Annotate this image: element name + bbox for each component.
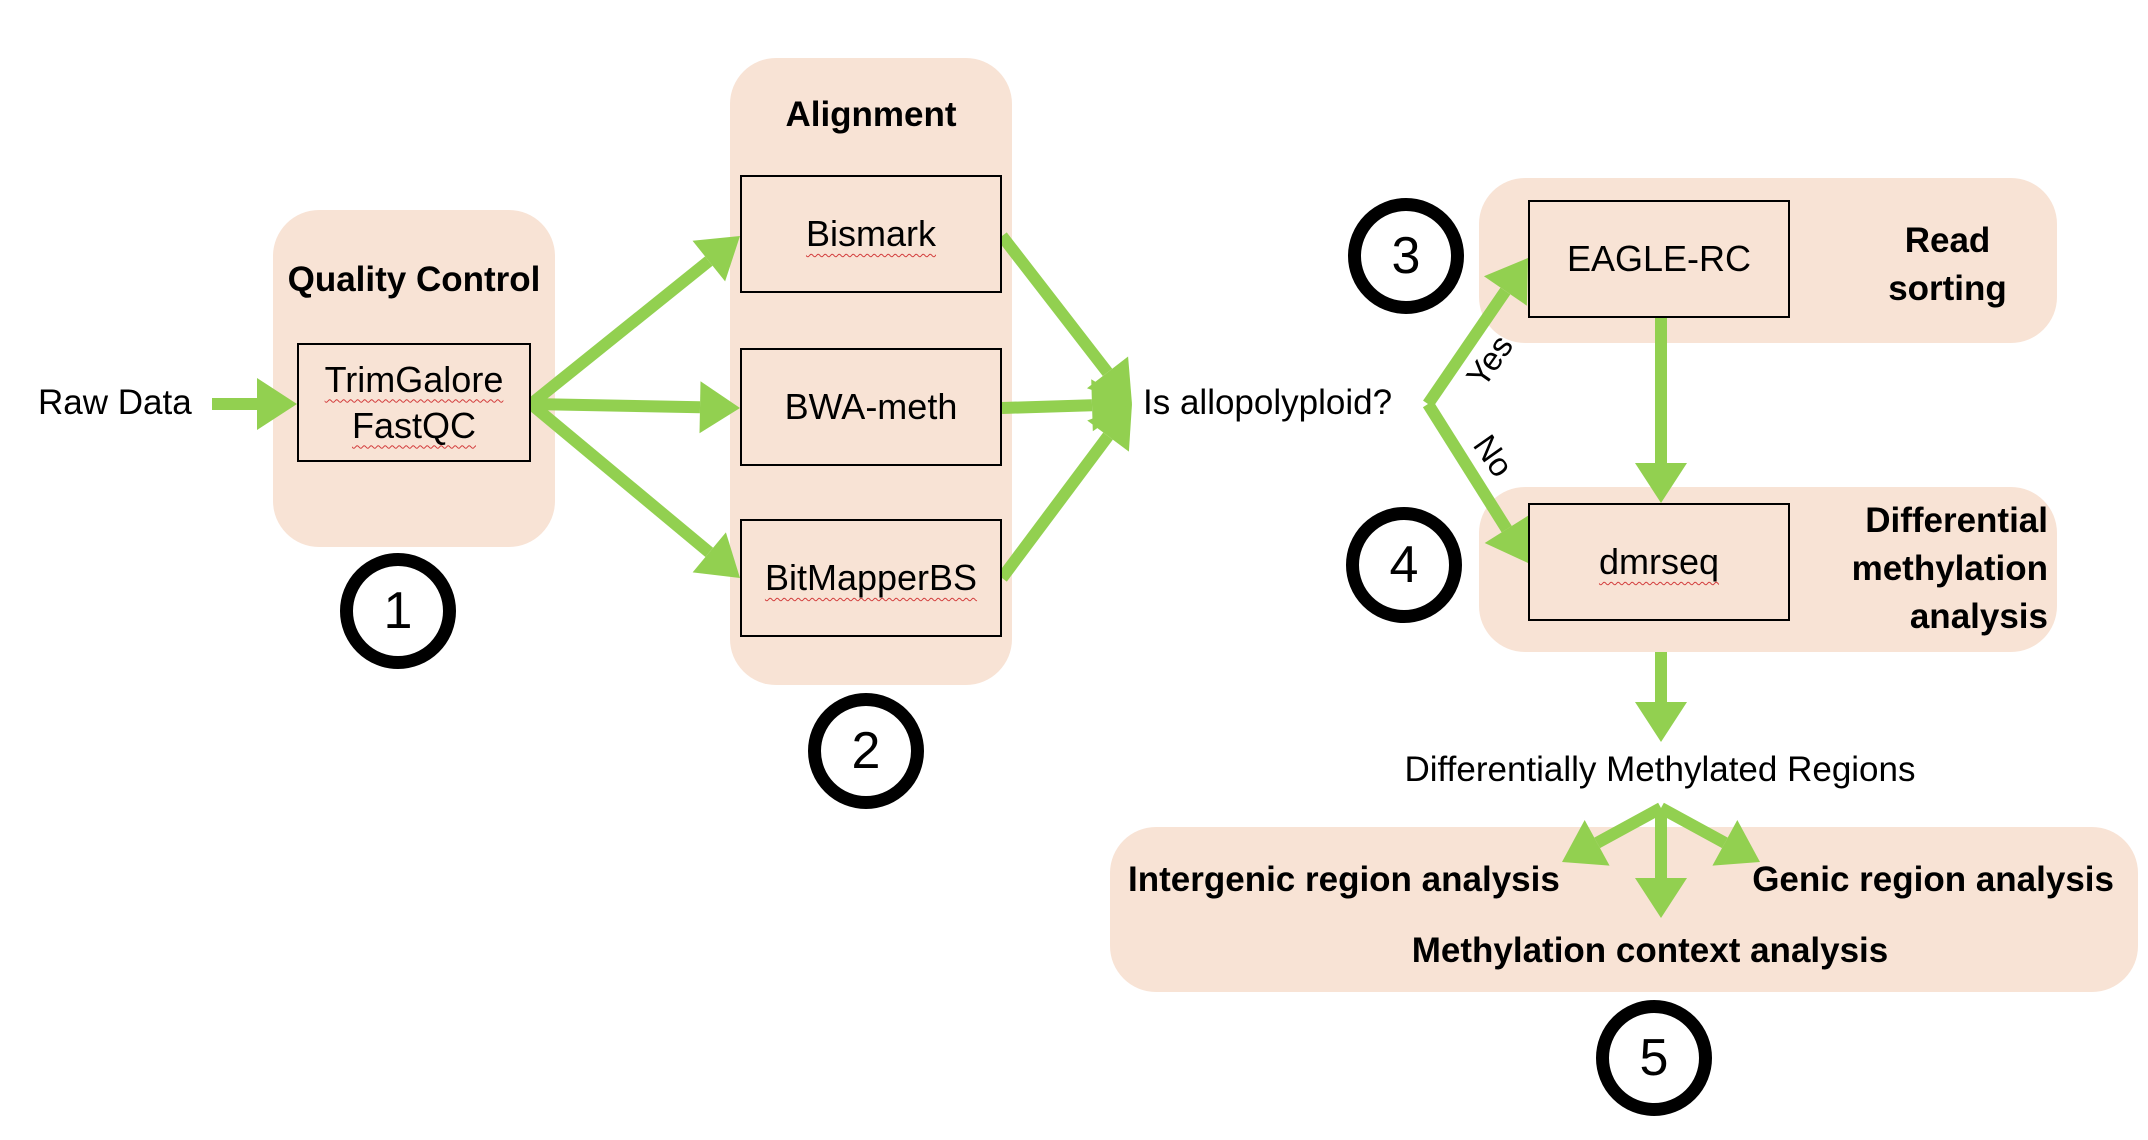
differential-title-line-2: methylation xyxy=(1851,549,2048,588)
alignment-title: Alignment xyxy=(785,95,957,134)
read-sorting-title-line-1: Read xyxy=(1904,221,1991,260)
genic-analysis-label: Genic region analysis xyxy=(1752,860,2114,899)
fastqc-tool: FastQC xyxy=(351,404,476,446)
step-2-number: 2 xyxy=(851,722,881,780)
raw-to-qc-arrow-head xyxy=(257,378,297,430)
bitmapper-to-question-arrow-shaft xyxy=(997,432,1113,582)
methylation-context-analysis-label: Methylation context analysis xyxy=(1411,931,1889,970)
differential-title: Differential methylation analysis xyxy=(1852,497,2048,641)
dmrseq-to-dmr-arrow-head xyxy=(1635,702,1687,742)
qc-to-bismark-arrow-shaft xyxy=(527,256,713,409)
bismark-tool: Bismark xyxy=(805,213,936,254)
intergenic-analysis-label: Intergenic region analysis xyxy=(1128,860,1560,899)
eagle-to-dmrseq-arrow-head xyxy=(1635,463,1687,503)
downstream-panel xyxy=(1110,827,2138,992)
step-3-number: 3 xyxy=(1391,227,1421,285)
raw-data-label: Raw Data xyxy=(38,383,192,422)
dmrseq-box: dmrseq xyxy=(1528,503,1790,621)
quality-control-tools-box: TrimGalore FastQC xyxy=(297,343,531,462)
differential-title-line-1: Differential xyxy=(1865,501,2048,540)
allopolyploid-question: Is allopolyploid? xyxy=(1143,383,1393,422)
step-1-badge: 1 xyxy=(340,553,456,669)
trimgalore-tool: TrimGalore xyxy=(324,358,504,400)
dmr-to-intergenic-arrow-shaft xyxy=(1594,802,1664,849)
quality-control-title: Quality Control xyxy=(287,260,541,299)
yes-branch-arrow-head xyxy=(1483,258,1528,306)
read-sorting-title: Read sorting xyxy=(1840,217,2055,313)
step-3-badge: 3 xyxy=(1348,198,1464,314)
qc-to-bitmapper-arrow-shaft xyxy=(527,399,714,558)
step-5-number: 5 xyxy=(1639,1029,1669,1087)
qc-to-bwa-arrow-shaft xyxy=(530,398,701,414)
dmr-to-genic-arrow-head xyxy=(1712,820,1760,866)
bwa-to-question-arrow-shaft xyxy=(1001,399,1093,414)
dmrseq-tool: dmrseq xyxy=(1598,541,1720,582)
step-4-badge: 4 xyxy=(1346,507,1462,623)
dmr-to-genic-arrow-shaft xyxy=(1658,802,1728,849)
bitmapper-to-question-arrow-head xyxy=(1087,404,1132,452)
eagle-rc-tool: EAGLE-RC xyxy=(1566,238,1752,279)
bitmapperbs-box: BitMapperBS xyxy=(740,519,1002,637)
dmr-label: Differentially Methylated Regions xyxy=(1404,750,1916,789)
qc-to-bwa-arrow-head xyxy=(699,381,740,434)
step-2-badge: 2 xyxy=(808,693,924,809)
no-branch-arrow-shaft xyxy=(1422,400,1512,533)
qc-to-bitmapper-arrow-head xyxy=(692,532,740,578)
bwa-meth-box: BWA-meth xyxy=(740,348,1002,466)
read-sorting-title-line-2: sorting xyxy=(1888,269,2007,308)
bwa-meth-tool: BWA-meth xyxy=(784,386,958,427)
step-1-number: 1 xyxy=(383,582,413,640)
differential-title-line-3: analysis xyxy=(1909,597,2048,636)
no-branch-arrow-head xyxy=(1484,515,1529,563)
step-4-number: 4 xyxy=(1389,536,1419,594)
bismark-to-question-arrow-shaft xyxy=(997,232,1113,377)
qc-to-bismark-arrow-head xyxy=(692,236,740,282)
dmr-to-context-arrow-head xyxy=(1635,878,1687,918)
step-5-badge: 5 xyxy=(1596,1000,1712,1116)
bitmapperbs-tool: BitMapperBS xyxy=(764,557,978,598)
yes-branch-arrow-shaft xyxy=(1423,287,1511,408)
eagle-rc-box: EAGLE-RC xyxy=(1528,200,1790,318)
dmr-to-intergenic-arrow-head xyxy=(1562,820,1610,866)
bismark-box: Bismark xyxy=(740,175,1002,293)
